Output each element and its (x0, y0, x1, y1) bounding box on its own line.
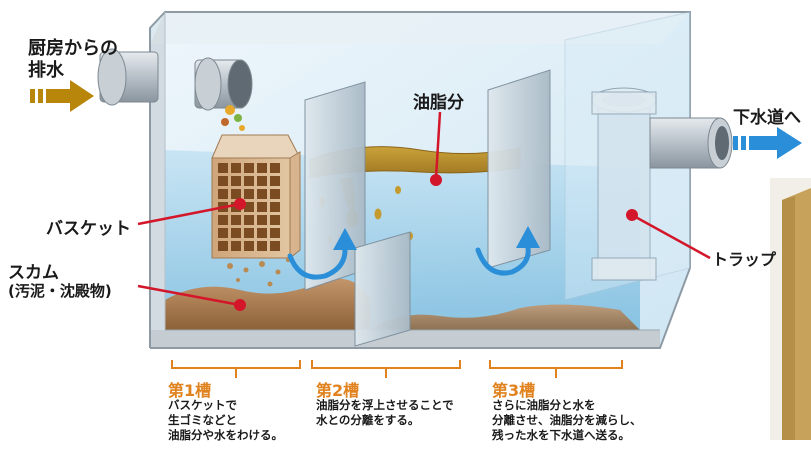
tank-2-desc-line-2: 水との分離をする。 (316, 413, 420, 427)
tank-1-desc-line-3: 油脂分や水をわける。 (168, 428, 283, 442)
outflow-arrow (733, 127, 802, 159)
tank-1-title: 第1槽 (168, 381, 212, 400)
tank-1-desc-line-1: バスケットで (168, 398, 237, 412)
scum-label-line-2: (汚泥・沈殿物) (8, 282, 112, 300)
tank-2-title: 第2槽 (316, 381, 360, 400)
tank-3-desc-line-2: 分離させ、油脂分を減らし、 (492, 413, 642, 427)
tank-3-desc-line-3: 残った水を下水道へ送る。 (492, 428, 630, 442)
inflow-label-line-2: 排水 (28, 60, 64, 81)
pointer-dots (234, 174, 638, 311)
basket-label: バスケット (46, 219, 131, 239)
tank-brackets (171, 360, 623, 378)
grease-label: 油脂分 (413, 93, 464, 113)
trap-pipe (591, 87, 733, 281)
inflow-label-line-1: 厨房からの (28, 38, 118, 59)
cardboard-photo (770, 178, 811, 440)
inflow-arrow (30, 80, 94, 112)
tank-2-desc-line-1: 油脂分を浮上させることで (316, 398, 454, 412)
tank-3-desc-line-1: さらに油脂分と水を (492, 398, 596, 412)
outflow-label: 下水道へ (733, 108, 801, 128)
tank-1-desc-line-2: 生ゴミなどと (168, 413, 237, 427)
pointer-lines (137, 111, 711, 307)
tank-3-title: 第3槽 (492, 381, 536, 400)
flow-arrow-head-1 (333, 228, 357, 250)
inflow-pipe (97, 48, 253, 131)
flow-arrows (287, 245, 531, 280)
scum-label-line-1: スカム (8, 263, 59, 283)
flow-arrow-head-2 (516, 226, 540, 248)
trap-label: トラップ (712, 250, 777, 269)
